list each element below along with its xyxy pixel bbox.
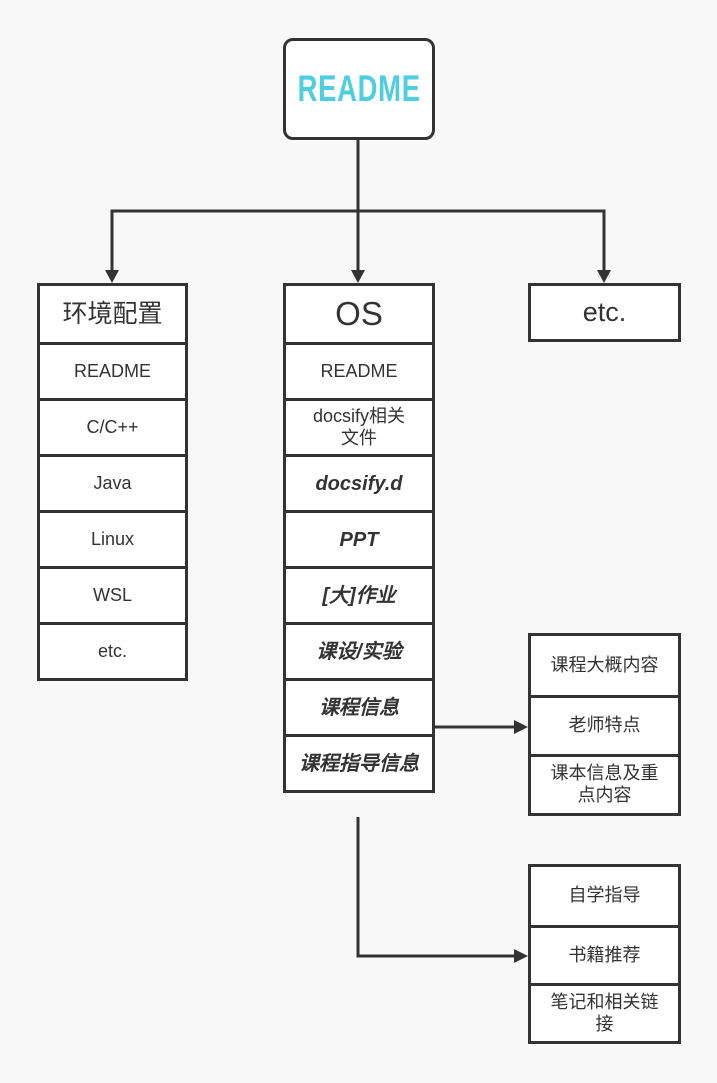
readme-root-label: README [297, 68, 421, 109]
course-guide-item-notes-links: 笔记和相关链 接 [531, 983, 678, 1041]
os-item-homework: [大]作业 [286, 566, 432, 622]
arrow-right-course-info-icon [514, 720, 528, 734]
etc-label: etc. [582, 297, 627, 327]
arrow-down-os-icon [351, 270, 365, 283]
os-item-readme: README [286, 342, 432, 398]
env-item-readme: README [40, 342, 185, 398]
env-item-java: Java [40, 454, 185, 510]
env-config-header: 环境配置 [62, 300, 163, 328]
os-item-docsify-files: docsify相关 文件 [286, 398, 432, 454]
course-guide-item-books: 书籍推荐 [531, 925, 678, 983]
os-item-ppt: PPT [286, 510, 432, 566]
env-item-linux: Linux [40, 510, 185, 566]
course-info-item-overview: 课程大概内容 [550, 654, 659, 675]
arrow-down-env-icon [105, 270, 119, 283]
course-guide-group: 自学指导 书籍推荐 笔记和相关链 接 [528, 864, 681, 1044]
env-item-c-cpp: C/C++ [40, 398, 185, 454]
os-item-course-guide-info: 课程指导信息 [286, 734, 432, 790]
course-info-group: 课程大概内容 老师特点 课本信息及重 点内容 [528, 633, 681, 816]
os-item-course-info: 课程信息 [286, 678, 432, 734]
env-config-column: 环境配置 README C/C++ Java Linux WSL etc. [37, 283, 188, 681]
course-info-item-textbook: 课本信息及重 点内容 [531, 754, 678, 813]
os-header: OS [335, 295, 383, 333]
etc-node: etc. [528, 283, 681, 342]
arrow-right-course-guide-icon [514, 949, 528, 963]
course-guide-item-selfstudy: 自学指导 [568, 885, 641, 906]
env-item-etc: etc. [40, 622, 185, 678]
readme-root-node: README [283, 38, 435, 140]
os-item-course-design-lab: 课设/实验 [286, 622, 432, 678]
connector-course-guide [356, 817, 516, 958]
env-item-wsl: WSL [40, 566, 185, 622]
arrow-down-etc-icon [597, 270, 611, 283]
os-column: OS README docsify相关 文件 docsify.d PPT [大]… [283, 283, 435, 793]
os-item-docsify-d: docsify.d [286, 454, 432, 510]
course-info-item-teacher: 老师特点 [531, 695, 678, 754]
